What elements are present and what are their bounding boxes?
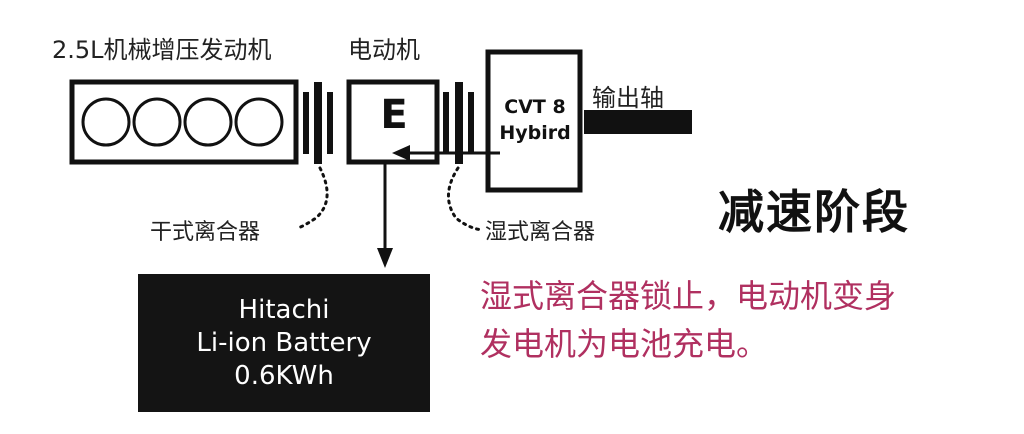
- battery-line1: Hitachi: [238, 294, 330, 325]
- cylinder-2: [132, 97, 182, 147]
- engine-cylinders: [81, 97, 284, 147]
- dry-clutch-plate-3: [327, 92, 333, 154]
- output-shaft-label: 输出轴: [592, 84, 664, 112]
- cylinder-1: [81, 97, 131, 147]
- dry-clutch-plate-1: [303, 92, 309, 154]
- cvt-label-line2: Hybird: [499, 122, 571, 144]
- wet-clutch-plates: [443, 82, 474, 164]
- wet-clutch-plate-3: [468, 92, 474, 154]
- stage-title: 减速阶段: [718, 185, 910, 239]
- output-shaft: [584, 110, 692, 134]
- dry-clutch-label: 干式离合器: [150, 220, 261, 245]
- wet-clutch-label: 湿式离合器: [485, 220, 596, 245]
- stage-caption: 湿式离合器锁止，电动机变身 发电机为电池充电。: [480, 272, 1000, 368]
- dry-clutch-plate-2: [314, 82, 322, 164]
- caption-line1: 湿式离合器锁止，电动机变身: [480, 277, 897, 315]
- wet-clutch-plate-2: [455, 82, 463, 164]
- cvt-box: [485, 49, 583, 193]
- energy-flow-arrowhead: [392, 145, 410, 161]
- wet-clutch-plate-1: [443, 92, 449, 154]
- wet-clutch-leader: [447, 166, 484, 232]
- battery-line2: Li-ion Battery: [196, 327, 372, 358]
- caption-line2: 发电机为电池充电。: [480, 325, 769, 363]
- motor-label: 电动机: [348, 36, 420, 64]
- cylinder-3: [183, 97, 233, 147]
- motor-symbol: E: [380, 92, 408, 138]
- engine-label: 2.5L机械增压发动机: [52, 36, 272, 64]
- cylinder-4: [234, 97, 284, 147]
- engine-block: [69, 79, 299, 165]
- dry-clutch-plates: [303, 82, 333, 164]
- battery-line3: 0.6KWh: [234, 360, 334, 391]
- dry-clutch-leader: [296, 166, 329, 230]
- charging-arrowhead: [377, 248, 393, 268]
- motor-box: [346, 79, 440, 165]
- cvt-label: CVT 8 Hybird: [490, 94, 580, 146]
- battery-box: Hitachi Li-ion Battery 0.6KWh: [138, 274, 430, 412]
- cvt-label-line1: CVT 8: [504, 96, 566, 118]
